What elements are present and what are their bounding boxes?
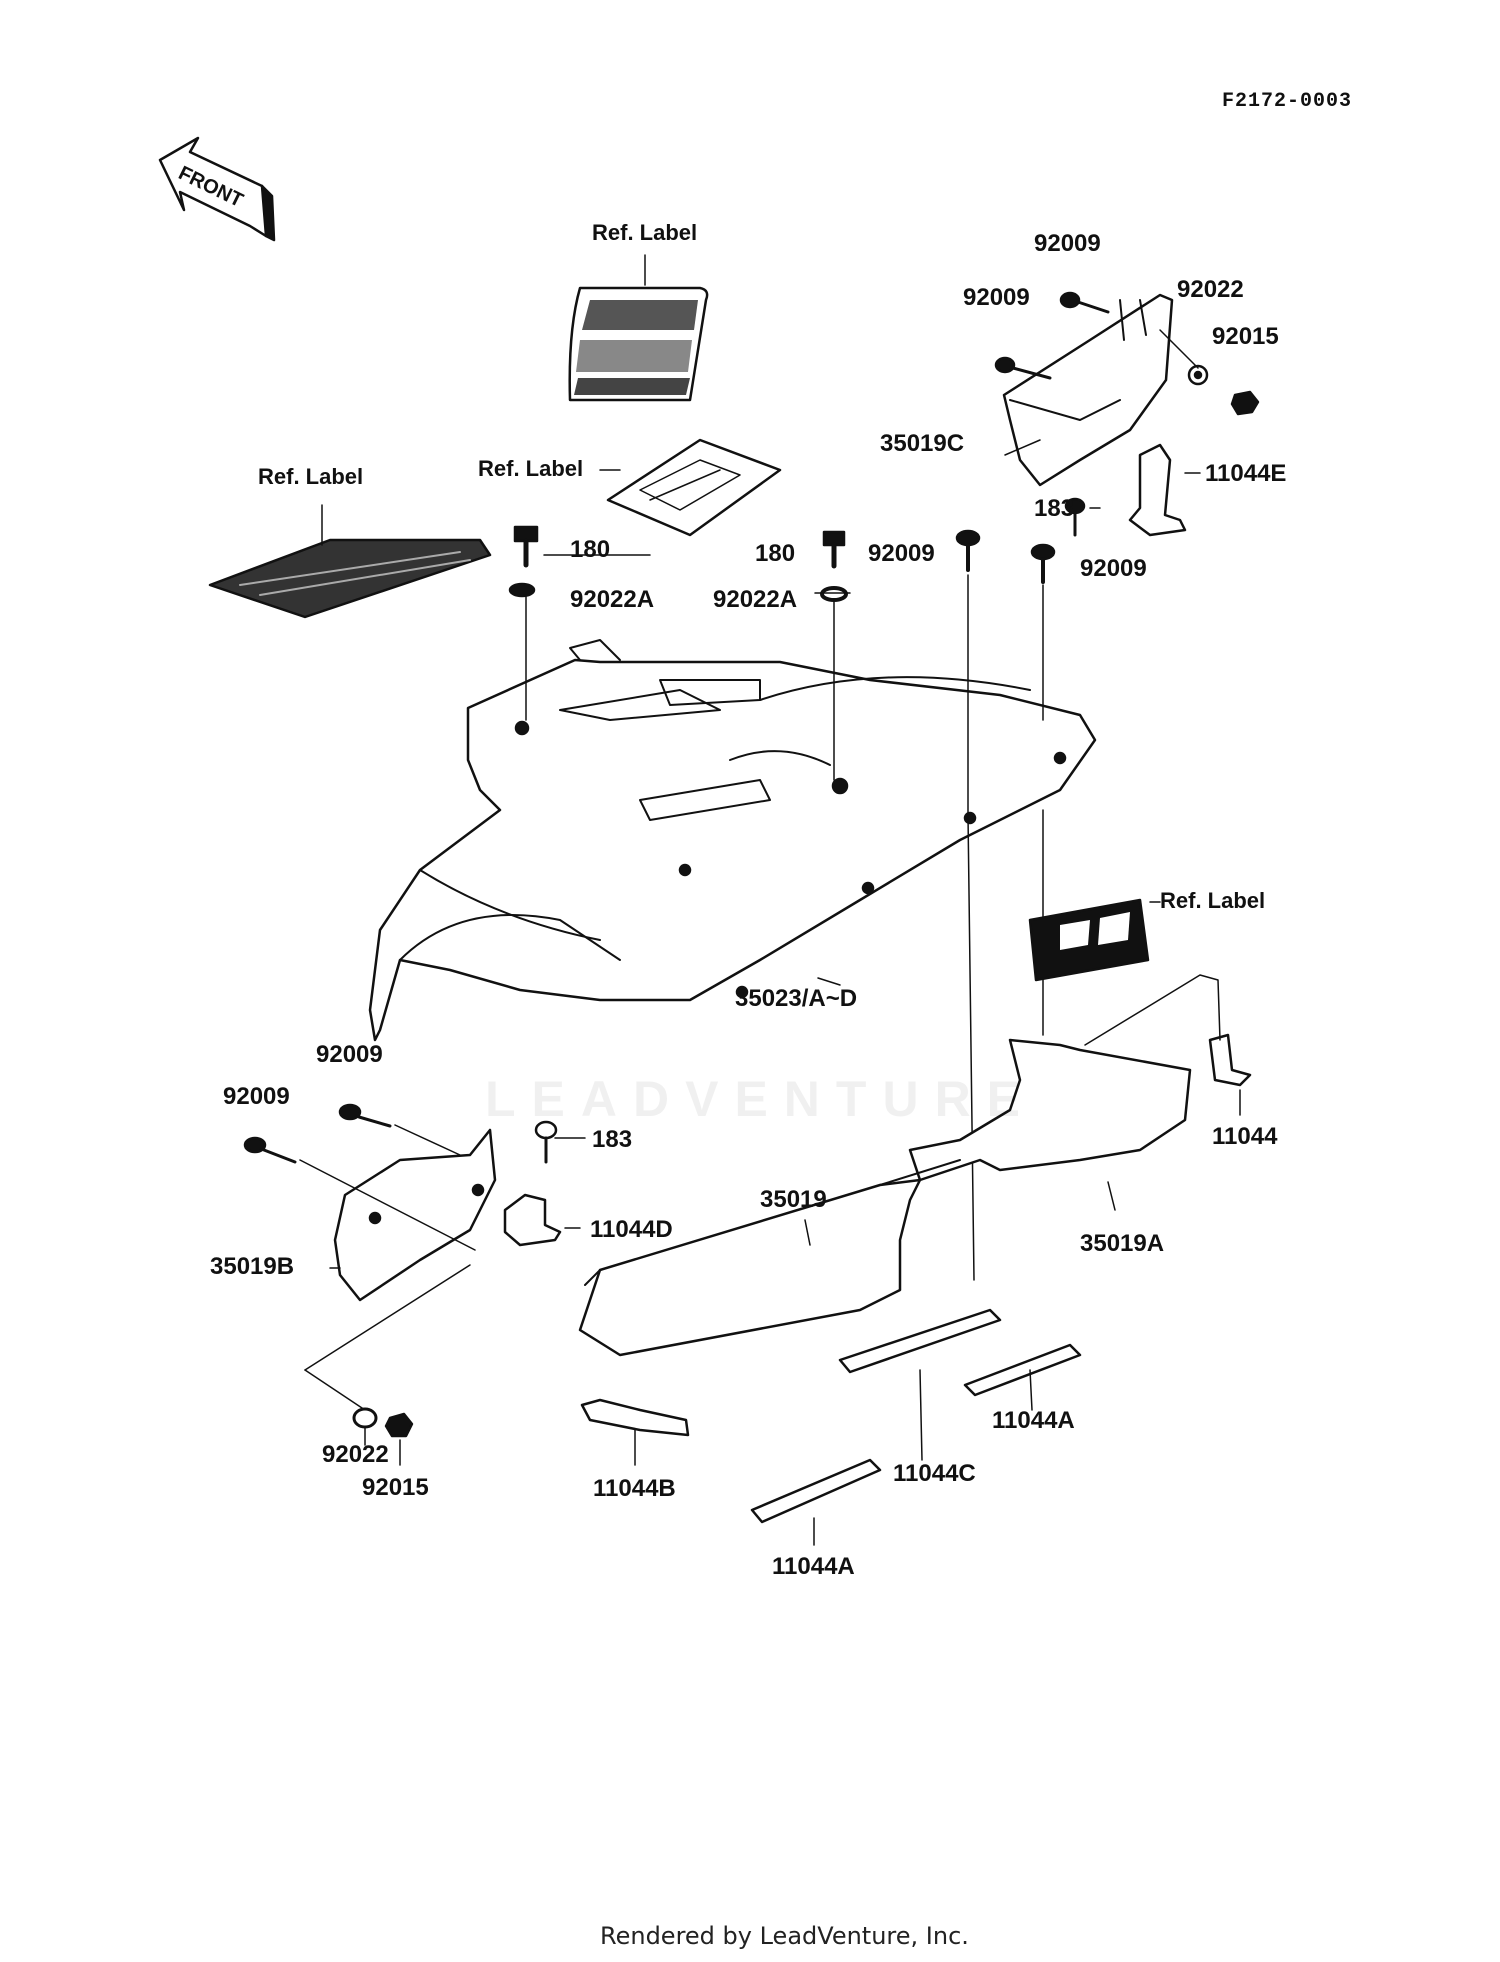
bolt-92009-upper-a: [1059, 291, 1110, 314]
callout-11044c: 11044C: [893, 1460, 976, 1487]
bracket-11044e-shape: [1128, 443, 1187, 537]
bracket-11044a-right-shape: [963, 1343, 1082, 1397]
callout-ref-label-right: Ref. Label: [1160, 888, 1266, 913]
diagram-code: F2172-0003: [1222, 90, 1353, 113]
callout-ref-label-left: Ref. Label: [258, 464, 364, 489]
callout-92009-f: 92009: [223, 1083, 290, 1110]
callout-92009-e: 92009: [316, 1041, 383, 1068]
callout-92015-bottom: 92015: [362, 1474, 429, 1501]
callout-11044a-bottom: 11044A: [772, 1553, 855, 1580]
callout-180-right: 180: [755, 540, 796, 567]
bracket-11044d-shape: [503, 1193, 562, 1247]
callout-92022a-left: 92022A: [570, 586, 655, 613]
ref-label-right-decal: [1028, 898, 1150, 982]
washer-92022a-right: [820, 586, 848, 602]
callout-35019b: 35019B: [210, 1253, 295, 1280]
bracket-11044-shape: [1208, 1033, 1252, 1087]
bolt-92009-lower-b: [338, 1103, 392, 1128]
washer-92022a-left: [508, 582, 536, 598]
callout-11044: 11044: [1212, 1123, 1278, 1150]
callout-11044b: 11044B: [593, 1475, 676, 1502]
bracket-11044c-shape: [838, 1308, 1002, 1374]
bolt-180-left: [513, 525, 539, 568]
callout-92009-c: 92009: [868, 540, 935, 567]
callout-92022a-right: 92022A: [713, 586, 798, 613]
callout-92009-a: 92009: [1034, 230, 1101, 257]
watermark-text: LEADVENTURE: [485, 1071, 1037, 1127]
callout-35019a: 35019A: [1080, 1230, 1165, 1257]
part-35019-step: [578, 1159, 961, 1357]
bolt-183-upper: [1064, 497, 1086, 537]
part-35019c-shape: [1002, 293, 1174, 487]
ref-label-left-decal: [208, 538, 492, 619]
washer-92022-upper: [1187, 364, 1209, 386]
callout-92022: 92022: [1177, 276, 1244, 303]
bracket-11044b-shape: [580, 1398, 690, 1437]
bolt-180-right: [822, 530, 846, 569]
ref-label-mid-decal: [606, 438, 782, 537]
nut-92015-lower: [384, 1412, 414, 1438]
part-35019a-step: [908, 1038, 1192, 1182]
callout-ref-label-mid: Ref. Label: [478, 456, 584, 481]
footer-credit: Rendered by LeadVenture, Inc.: [600, 1922, 969, 1950]
washer-92022-lower: [352, 1407, 378, 1429]
callout-11044e: 11044E: [1205, 460, 1287, 487]
callout-11044d: 11044D: [590, 1216, 673, 1243]
part-35023-rear-fender: [368, 639, 1097, 1042]
part-35019b-shape: [333, 1128, 497, 1302]
bracket-11044a-bottom-shape: [750, 1458, 882, 1524]
callout-92022-bottom: 92022: [322, 1441, 389, 1468]
bolt-183-lower: [534, 1120, 558, 1164]
callout-92009-d: 92009: [1080, 555, 1147, 582]
callout-92009-b: 92009: [963, 284, 1030, 311]
bolt-92009-mid-a: [955, 529, 981, 572]
front-arrow-icon: [158, 136, 276, 242]
callout-183-bottom: 183: [592, 1126, 633, 1153]
callout-180-left: 180: [570, 536, 611, 563]
bolt-92009-lower-a: [243, 1136, 297, 1164]
callout-35019: 35019: [760, 1186, 827, 1213]
callout-35019c: 35019C: [880, 430, 965, 457]
ref-label-top-decal: [568, 286, 709, 402]
callout-35023: 35023/A~D: [735, 985, 858, 1012]
bolt-92009-upper-b: [994, 356, 1052, 380]
callout-11044a-right: 11044A: [992, 1407, 1075, 1434]
callout-92015: 92015: [1212, 323, 1279, 350]
bolt-92009-mid-b: [1030, 543, 1056, 584]
callout-183-top: 183: [1034, 495, 1075, 522]
callout-ref-label-top: Ref. Label: [592, 220, 698, 245]
nut-92015-upper: [1230, 390, 1260, 416]
